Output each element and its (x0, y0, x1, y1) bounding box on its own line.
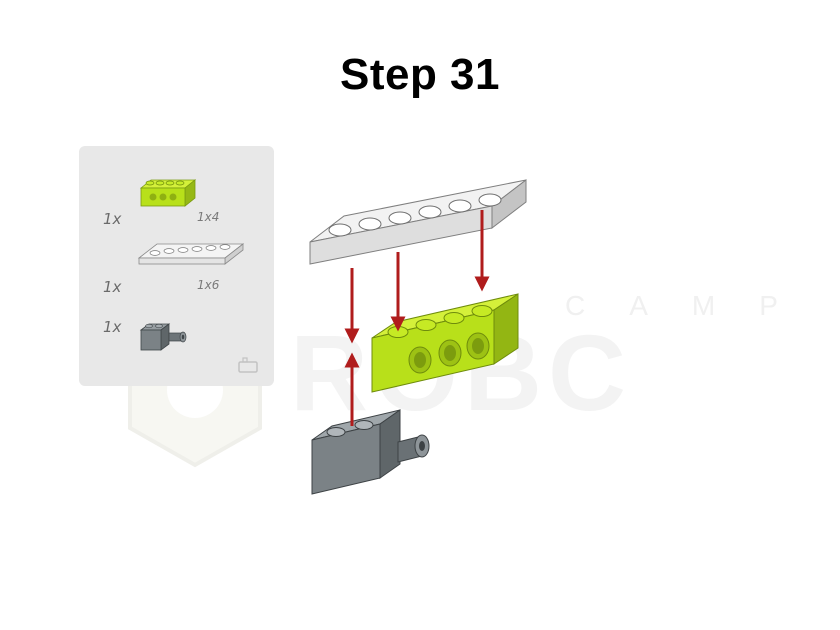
part-row: 1x 1x4 (79, 174, 274, 234)
part-qty: 1x (103, 318, 122, 336)
part-size: 1x4 (197, 210, 220, 224)
white-plate-1x6 (309, 178, 527, 265)
part-qty: 1x (103, 278, 122, 296)
white-plate-icon (137, 243, 245, 265)
part-qty: 1x (103, 210, 122, 228)
watermark-small-text: CAMP (565, 290, 822, 321)
part-row: 1x 1x6 (79, 238, 274, 298)
step-title: Step 31 (339, 50, 500, 99)
assembly-scene (309, 178, 527, 495)
part-row: 1x (79, 318, 274, 378)
assembly-arrows (344, 210, 490, 426)
lime-technic-brick-icon (139, 179, 197, 207)
brick-outline-icon (238, 357, 258, 373)
part-size: 1x6 (197, 278, 220, 292)
lime-technic-brick-1x4 (371, 293, 519, 393)
dark-gray-brick-with-pin (311, 409, 430, 495)
parts-list-panel: 1x 1x4 1x 1x6 1x (79, 146, 274, 386)
dark-gray-brick-with-pin-icon (139, 323, 187, 351)
